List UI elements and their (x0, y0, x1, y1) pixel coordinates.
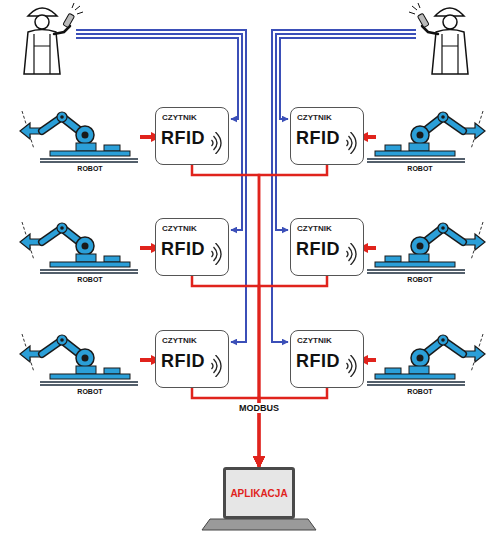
radio-waves (345, 355, 359, 377)
wave-arc (351, 355, 357, 377)
robot-label: ROBOT (77, 388, 102, 395)
reader-caption: CZYTNIK (297, 113, 332, 122)
rfid-reader: CZYTNIK RFID (155, 218, 229, 276)
robot-label: ROBOT (407, 165, 432, 172)
wave-arc (212, 251, 214, 257)
laptop-base (202, 519, 316, 530)
illustration-part (276, 34, 416, 230)
illustration-part (367, 334, 485, 385)
reader-caption: CZYTNIK (297, 224, 332, 233)
wave-arc (214, 247, 218, 261)
wave-arc (216, 132, 222, 154)
wave-arc (216, 243, 222, 265)
rfid-reader: CZYTNIK RFID (290, 330, 364, 388)
robots (20, 111, 485, 385)
modbus-link (259, 388, 327, 467)
illustration-part (367, 222, 485, 273)
wave-arc (351, 243, 357, 265)
wave-arc (347, 140, 349, 146)
robot-label: ROBOT (407, 276, 432, 283)
reader-title: RFID (296, 239, 340, 260)
modbus-link (192, 165, 259, 467)
modbus-link (259, 165, 327, 467)
illustration-part (272, 30, 416, 342)
robot-label: ROBOT (407, 388, 432, 395)
wave-arc (212, 140, 214, 146)
illustration-part (20, 111, 138, 162)
rfid-reader: CZYTNIK RFID (290, 107, 364, 165)
reader-caption: CZYTNIK (162, 224, 197, 233)
rfid-reader: CZYTNIK RFID (155, 107, 229, 165)
illustration-part (409, 3, 468, 74)
robot-label: ROBOT (77, 276, 102, 283)
reader-caption: CZYTNIK (297, 336, 332, 345)
wave-arc (349, 136, 353, 150)
illustration-part (24, 3, 83, 74)
radio-waves (345, 132, 359, 154)
illustration-part (367, 111, 485, 162)
wave-arc (349, 247, 353, 261)
reader-title: RFID (161, 239, 205, 260)
wave-arc (347, 363, 349, 369)
wave-arc (216, 355, 222, 377)
radio-waves (345, 243, 359, 265)
rfid-reader: CZYTNIK RFID (290, 218, 364, 276)
illustration-part (20, 334, 138, 385)
radio-waves (210, 355, 224, 377)
wave-arc (212, 363, 214, 369)
reader-caption: CZYTNIK (162, 113, 197, 122)
robot-label: ROBOT (77, 165, 102, 172)
reader-title: RFID (296, 128, 340, 149)
reader-title: RFID (296, 351, 340, 372)
illustration-part (76, 34, 242, 230)
reader-title: RFID (161, 128, 205, 149)
wave-arc (347, 251, 349, 257)
radio-waves (210, 132, 224, 154)
modbus-link (192, 388, 259, 467)
operator-links (76, 30, 416, 342)
radio-waves (210, 243, 224, 265)
wave-arc (214, 359, 218, 373)
illustration-part (202, 519, 316, 530)
reader-caption: CZYTNIK (162, 336, 197, 345)
wave-arc (349, 359, 353, 373)
wave-arc (351, 132, 357, 154)
reader-title: RFID (161, 351, 205, 372)
illustration-part (76, 30, 246, 342)
wave-arc (214, 136, 218, 150)
bus-label: MODBUS (237, 403, 281, 413)
rfid-reader: CZYTNIK RFID (155, 330, 229, 388)
application-laptop: APLIKACJA (223, 467, 295, 519)
screen-text: APLIKACJA (230, 488, 287, 499)
illustration-part (20, 222, 138, 273)
